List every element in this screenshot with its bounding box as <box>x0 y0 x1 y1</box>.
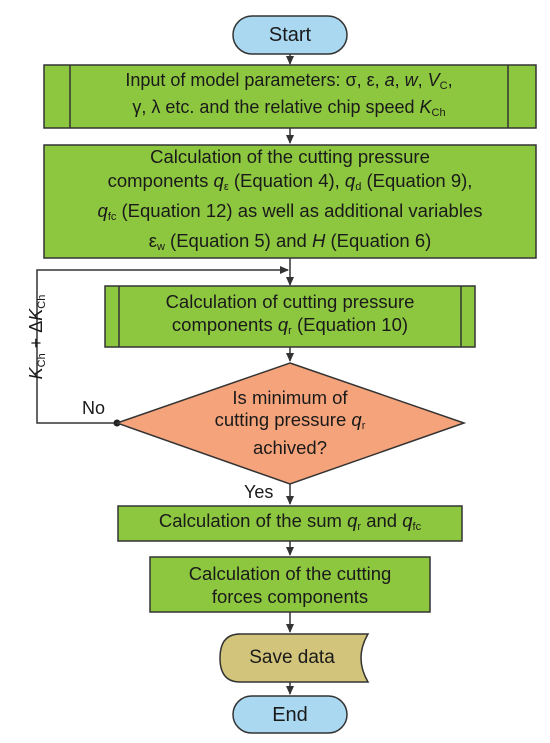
input-k: K <box>419 96 432 117</box>
calc1-h: H <box>311 229 326 251</box>
calc1-q-fc-sub: fc <box>107 210 117 223</box>
loop-increment-label: KCh + ΔKCh <box>26 277 50 397</box>
calc1-eps: ε <box>148 229 157 251</box>
sum-process-shape <box>117 505 463 542</box>
calc1-line1: Calculation of the cutting pressure <box>150 145 430 167</box>
calc1-process-shape <box>43 144 537 259</box>
calc1-line2b: (Equation 4), <box>228 169 345 191</box>
sum-q1: q <box>347 509 358 531</box>
yes-label: Yes <box>244 482 274 502</box>
calc1-q-d-sub: d <box>355 180 362 193</box>
calc2-q-sub: r <box>288 325 292 337</box>
input-k-sub: Ch <box>431 106 446 119</box>
forces-process-shape <box>149 556 431 613</box>
calc2-box: Calculation of cutting pressure componen… <box>121 287 459 346</box>
input-sep-2: , <box>417 69 428 90</box>
loop-back-connector <box>36 266 289 424</box>
calc1-line4b: (Equation 5) and <box>164 229 312 251</box>
calc1-line2a: components <box>107 169 214 191</box>
sum-q2-sub: fc <box>412 520 422 533</box>
decision-q: q <box>351 409 362 430</box>
calc2-line2b: (Equation 10) <box>291 314 409 335</box>
sum-and: and <box>361 509 403 531</box>
decision-q-sub: r <box>361 420 366 432</box>
calc1-q-eps: q <box>213 169 224 191</box>
no-label: No <box>82 398 106 418</box>
calc1-box: Calculation of the cutting pressure comp… <box>46 146 534 257</box>
end-label: End <box>272 703 308 726</box>
calc2-process-shape <box>104 285 476 348</box>
decision-box: Is minimum of cutting pressure qr achive… <box>170 378 410 468</box>
calc2-q: q <box>277 314 289 335</box>
calc1-q-fc: q <box>97 199 108 221</box>
decision-line1: Is minimum of <box>232 387 348 408</box>
sum-text: Calculation of the sum <box>158 509 348 531</box>
save-data-label: Save data <box>249 647 335 668</box>
calc1-q-eps-sub: ε <box>223 180 229 193</box>
input-parameters-box: Input of model parameters: σ, ε, a, w, V… <box>72 66 506 127</box>
calc1-line4c: (Equation 6) <box>325 229 432 251</box>
start-terminal: Start <box>233 16 347 54</box>
calc1-q-d: q <box>344 169 356 191</box>
input-text-2: γ, λ etc. and the relative chip speed <box>132 96 420 117</box>
loop-k2: K <box>26 308 46 321</box>
calc1-eps-sub: w <box>156 240 165 253</box>
sum-box: Calculation of the sum qr and qfc <box>118 506 462 541</box>
sum-q1-sub: r <box>357 520 362 533</box>
input-comma: , <box>447 69 453 90</box>
start-terminal-shape <box>232 15 348 55</box>
save-data-node: Save data <box>222 634 362 682</box>
calc1-line3b: (Equation 12) as well as additional vari… <box>116 199 483 221</box>
calc2-line2a: components <box>171 314 278 335</box>
forces-line1: Calculation of the cutting <box>188 562 392 584</box>
input-v-sub: C <box>439 79 448 92</box>
input-process-shape <box>43 64 537 129</box>
input-v: V <box>427 69 440 90</box>
save-data-shape <box>219 633 370 683</box>
decision-line3: achived? <box>252 437 328 458</box>
calc2-line1: Calculation of cutting pressure <box>165 291 415 312</box>
decision-shape <box>114 362 467 485</box>
forces-line2: forces components <box>211 585 369 607</box>
input-w: w <box>404 69 418 90</box>
calc1-line2c: (Equation 9), <box>361 169 473 191</box>
loop-k-sub: Ch <box>36 353 48 368</box>
input-sep-1: , <box>394 69 405 90</box>
input-a: a <box>384 69 395 90</box>
start-label: Start <box>268 24 312 46</box>
sum-q2: q <box>402 509 413 531</box>
end-terminal: End <box>233 696 347 733</box>
input-text-1: Input of model parameters: σ, ε, <box>125 69 385 90</box>
end-terminal-shape <box>232 695 348 734</box>
decision-line2a: cutting pressure <box>214 409 352 430</box>
loop-plus: + Δ <box>26 320 46 354</box>
forces-box: Calculation of the cutting forces compon… <box>150 557 430 612</box>
loop-k: K <box>26 367 46 380</box>
loop-k2-sub: Ch <box>36 294 48 309</box>
